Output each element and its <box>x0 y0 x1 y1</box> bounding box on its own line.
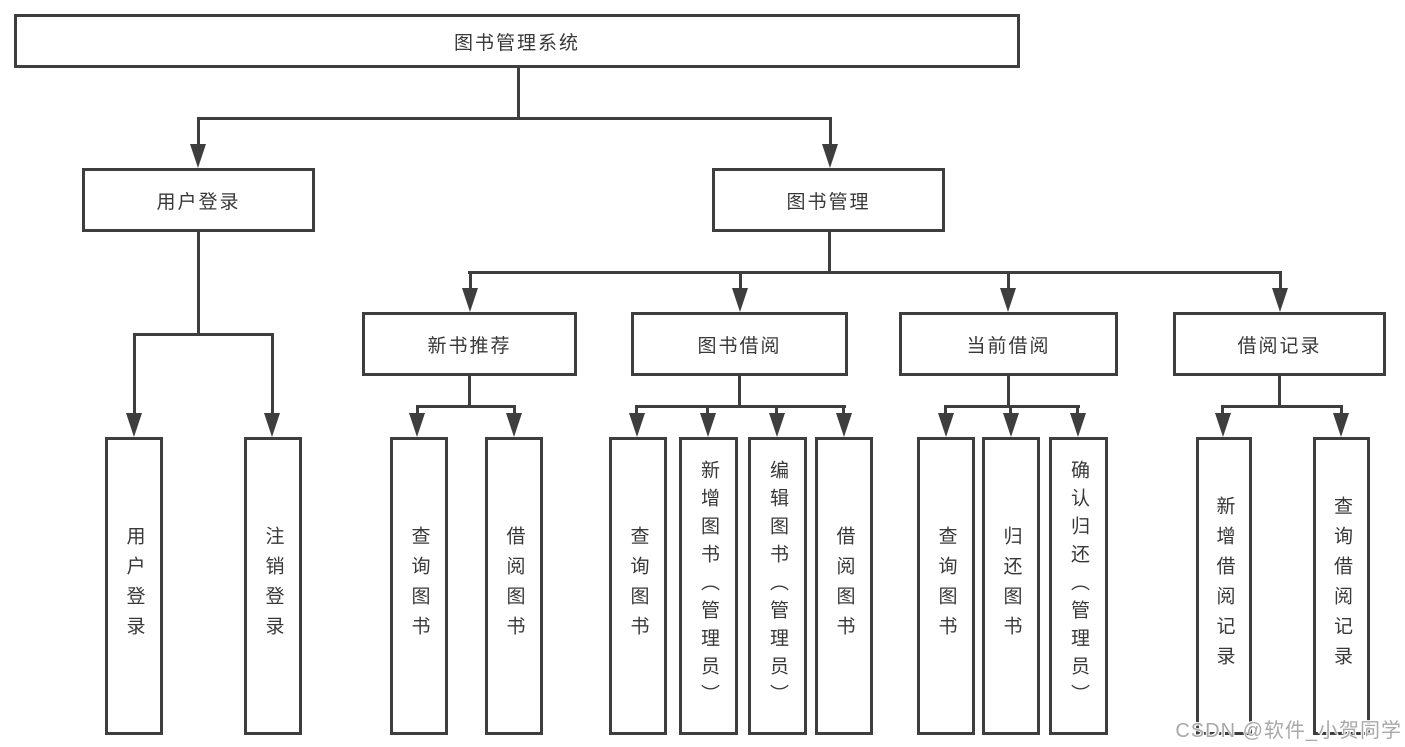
node-borrow-records: 借阅记录 <box>1173 312 1386 376</box>
leaf-query-books-3: 查询图书 <box>917 437 975 735</box>
connector-stub <box>271 333 274 417</box>
arrowhead-down-icon <box>126 413 142 437</box>
connector-stub <box>469 271 472 291</box>
arrowhead-down-icon <box>836 413 852 437</box>
arrowhead-down-icon <box>700 413 716 437</box>
leaf-query-borrow-record: 查询借阅记录 <box>1313 437 1370 735</box>
leaf-query-books-1: 查询图书 <box>390 437 448 735</box>
leaf-logout: 注销登录 <box>244 437 302 735</box>
arrowhead-down-icon <box>1215 413 1231 437</box>
arrowhead-down-icon <box>769 413 785 437</box>
connector-stub <box>513 405 516 417</box>
arrowhead-down-icon <box>264 413 280 437</box>
arrowhead-down-icon <box>938 413 954 437</box>
connector-records-branch <box>1221 405 1343 408</box>
leaf-add-books-admin-label: 新增图书（管理员） <box>698 460 719 712</box>
connector-stub <box>1007 271 1010 291</box>
leaf-return-books-label: 归还图书 <box>1000 526 1022 646</box>
node-book-borrowing: 图书借阅 <box>631 312 848 376</box>
leaf-query-books-1-label: 查询图书 <box>408 526 430 646</box>
leaf-add-books-admin: 新增图书（管理员） <box>679 437 738 735</box>
node-new-book-recommend: 新书推荐 <box>362 312 577 376</box>
leaf-logout-label: 注销登录 <box>262 526 284 646</box>
leaf-user-login-label: 用户登录 <box>123 526 145 646</box>
connector-new-book-stem <box>468 376 471 408</box>
connector-book-mgmt-stem <box>828 232 831 274</box>
node-book-management: 图书管理 <box>712 168 945 232</box>
connector-root-stem <box>517 67 520 120</box>
leaf-borrow-books-2-label: 借阅图书 <box>833 526 855 646</box>
leaf-query-books-2-label: 查询图书 <box>627 526 649 646</box>
connector-user-login-stem <box>197 232 200 336</box>
node-user-login-label: 用户登录 <box>156 191 241 213</box>
connector-root-stub-left <box>197 117 200 147</box>
arrowhead-down-icon <box>506 413 522 437</box>
connector-stub <box>133 333 136 417</box>
node-user-login: 用户登录 <box>82 168 315 232</box>
leaf-query-books-2: 查询图书 <box>609 437 667 735</box>
connector-records-stem <box>1278 376 1281 408</box>
connector-root-branch <box>197 117 832 120</box>
node-root: 图书管理系统 <box>14 14 1020 68</box>
connector-current-branch <box>944 405 1080 408</box>
node-root-label: 图书管理系统 <box>453 32 580 54</box>
leaf-query-borrow-record-label: 查询借阅记录 <box>1331 496 1352 676</box>
connector-stub <box>775 405 778 417</box>
node-current-borrowing: 当前借阅 <box>899 312 1118 376</box>
node-new-book-recommend-label: 新书推荐 <box>427 335 512 357</box>
connector-current-stem <box>1007 376 1010 408</box>
node-book-borrowing-label: 图书借阅 <box>697 335 782 357</box>
watermark-text: CSDN @软件_小贺同学 <box>1175 720 1402 742</box>
leaf-query-books-3-label: 查询图书 <box>935 526 957 646</box>
connector-stub <box>1221 405 1224 417</box>
arrowhead-down-icon <box>1272 288 1288 312</box>
leaf-borrow-books-1-label: 借阅图书 <box>503 526 525 646</box>
connector-stub <box>739 271 742 291</box>
arrowhead-down-icon <box>1003 413 1019 437</box>
node-book-management-label: 图书管理 <box>786 191 871 213</box>
connector-root-stub-right <box>829 117 832 147</box>
connector-stub <box>635 405 638 417</box>
leaf-add-borrow-record: 新增借阅记录 <box>1196 437 1252 735</box>
connector-stub <box>706 405 709 417</box>
node-borrow-records-label: 借阅记录 <box>1237 335 1322 357</box>
leaf-return-books: 归还图书 <box>982 437 1040 735</box>
node-current-borrowing-label: 当前借阅 <box>966 335 1051 357</box>
arrowhead-down-icon <box>190 144 206 168</box>
connector-stub <box>944 405 947 417</box>
leaf-confirm-return-admin-label: 确认归还（管理员） <box>1068 460 1089 712</box>
connector-book-mgmt-branch <box>468 271 1282 274</box>
connector-stub <box>1076 405 1079 417</box>
connector-stub <box>1009 405 1012 417</box>
arrowhead-down-icon <box>629 413 645 437</box>
connector-borrowing-stem <box>738 376 741 408</box>
connector-stub <box>842 405 845 417</box>
leaf-edit-books-admin: 编辑图书（管理员） <box>748 437 807 735</box>
connector-stub <box>1340 405 1343 417</box>
leaf-add-borrow-record-label: 新增借阅记录 <box>1213 496 1235 676</box>
arrowhead-down-icon <box>822 144 838 168</box>
connector-borrowing-branch <box>635 405 846 408</box>
connector-stub <box>416 405 419 417</box>
arrowhead-down-icon <box>732 288 748 312</box>
connector-user-login-branch <box>133 333 274 336</box>
leaf-user-login: 用户登录 <box>105 437 163 735</box>
leaf-confirm-return-admin: 确认归还（管理员） <box>1049 437 1108 735</box>
connector-stub <box>1279 271 1282 291</box>
arrowhead-down-icon <box>1070 413 1086 437</box>
arrowhead-down-icon <box>462 288 478 312</box>
arrowhead-down-icon <box>1333 413 1349 437</box>
arrowhead-down-icon <box>409 413 425 437</box>
connector-new-book-branch <box>416 405 516 408</box>
leaf-borrow-books-2: 借阅图书 <box>815 437 873 735</box>
leaf-borrow-books-1: 借阅图书 <box>485 437 543 735</box>
leaf-edit-books-admin-label: 编辑图书（管理员） <box>767 460 788 712</box>
arrowhead-down-icon <box>1000 288 1016 312</box>
